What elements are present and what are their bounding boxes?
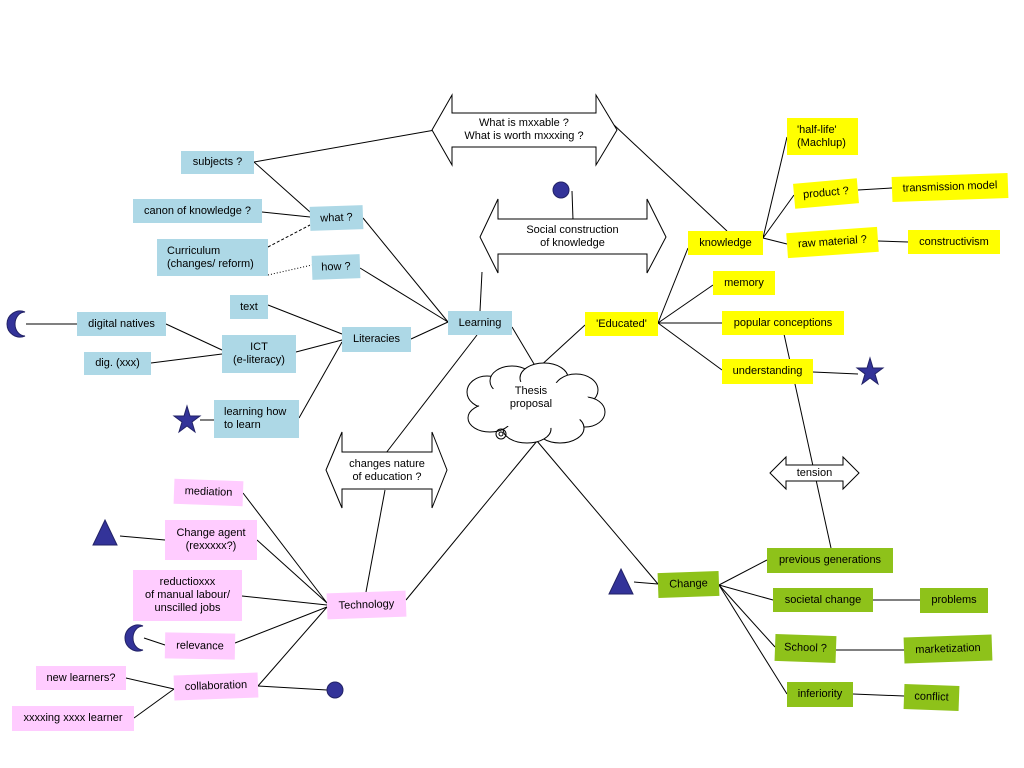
text-node: text	[230, 295, 268, 319]
societal-change-node: societal change	[773, 588, 873, 612]
star-icon	[855, 356, 885, 386]
spiral-icon	[495, 428, 507, 440]
dig-xxx-node: dig. (xxx)	[84, 352, 151, 375]
what-node: what ?	[309, 205, 364, 231]
learning-how-node: learning how to learn	[214, 400, 299, 438]
previous-generations-node: previous generations	[767, 548, 893, 573]
conflict-node: conflict	[903, 684, 960, 711]
change-node: Change	[657, 570, 720, 599]
change-agent-node: Change agent (rexxxxx?)	[165, 520, 257, 560]
star-icon	[172, 404, 202, 434]
half-life-node: 'half-life' (Machlup)	[787, 118, 858, 155]
inferiority-node: inferiority	[787, 682, 853, 707]
learning-node: Learning	[448, 311, 512, 335]
subjects-node: subjects ?	[181, 151, 254, 174]
tension-label: tension	[796, 466, 833, 479]
tension-arrow	[769, 455, 860, 491]
mediation-node: mediation	[173, 478, 244, 507]
xxxxing-learner-node: xxxxing xxxx learner	[12, 706, 134, 731]
technology-node: Technology	[326, 590, 407, 620]
mxxable-label: What is mxxable ? What is worth mxxxing …	[464, 117, 584, 142]
collaboration-node: collaboration	[173, 672, 259, 701]
school-node: School ?	[774, 633, 837, 664]
reduction-node: reductioxxx of manual labour/ unscilled …	[133, 570, 242, 621]
triangle-icon	[608, 567, 634, 595]
moon-icon	[6, 310, 26, 338]
how-node: how ?	[311, 254, 361, 280]
circle-icon	[326, 681, 344, 699]
educated-node: 'Educated'	[585, 312, 658, 336]
social-construction-label: Social construction of knowledge	[526, 223, 619, 249]
new-learners-node: new learners?	[36, 666, 126, 690]
changes-nature-arrow	[325, 431, 448, 509]
canon-node: canon of knowledge ?	[133, 199, 262, 223]
circle-icon	[552, 181, 570, 199]
curriculum-node: Curriculum (changes/ reform)	[157, 239, 268, 276]
problems-node: problems	[920, 588, 988, 613]
marketization-node: marketization	[903, 634, 993, 664]
thesis-label: Thesis proposal	[509, 385, 553, 410]
relevance-node: relevance	[164, 632, 236, 660]
memory-node: memory	[713, 271, 775, 295]
social-construction-arrow	[479, 198, 667, 274]
knowledge-node: knowledge	[688, 231, 763, 255]
ict-node: ICT (e-literacy)	[222, 335, 296, 373]
mxxable-arrow	[431, 93, 618, 167]
moon-icon	[124, 624, 144, 652]
understanding-node: understanding	[722, 359, 813, 384]
literacies-node: Literacies	[342, 327, 411, 352]
digital-natives-node: digital natives	[77, 312, 166, 336]
changes-nature-label: changes nature of education ?	[349, 457, 425, 483]
constructivism-node: constructivism	[908, 230, 1000, 254]
transmission-node: transmission model	[891, 172, 1009, 203]
popular-conceptions-node: popular conceptions	[722, 311, 844, 335]
triangle-icon	[92, 518, 118, 546]
